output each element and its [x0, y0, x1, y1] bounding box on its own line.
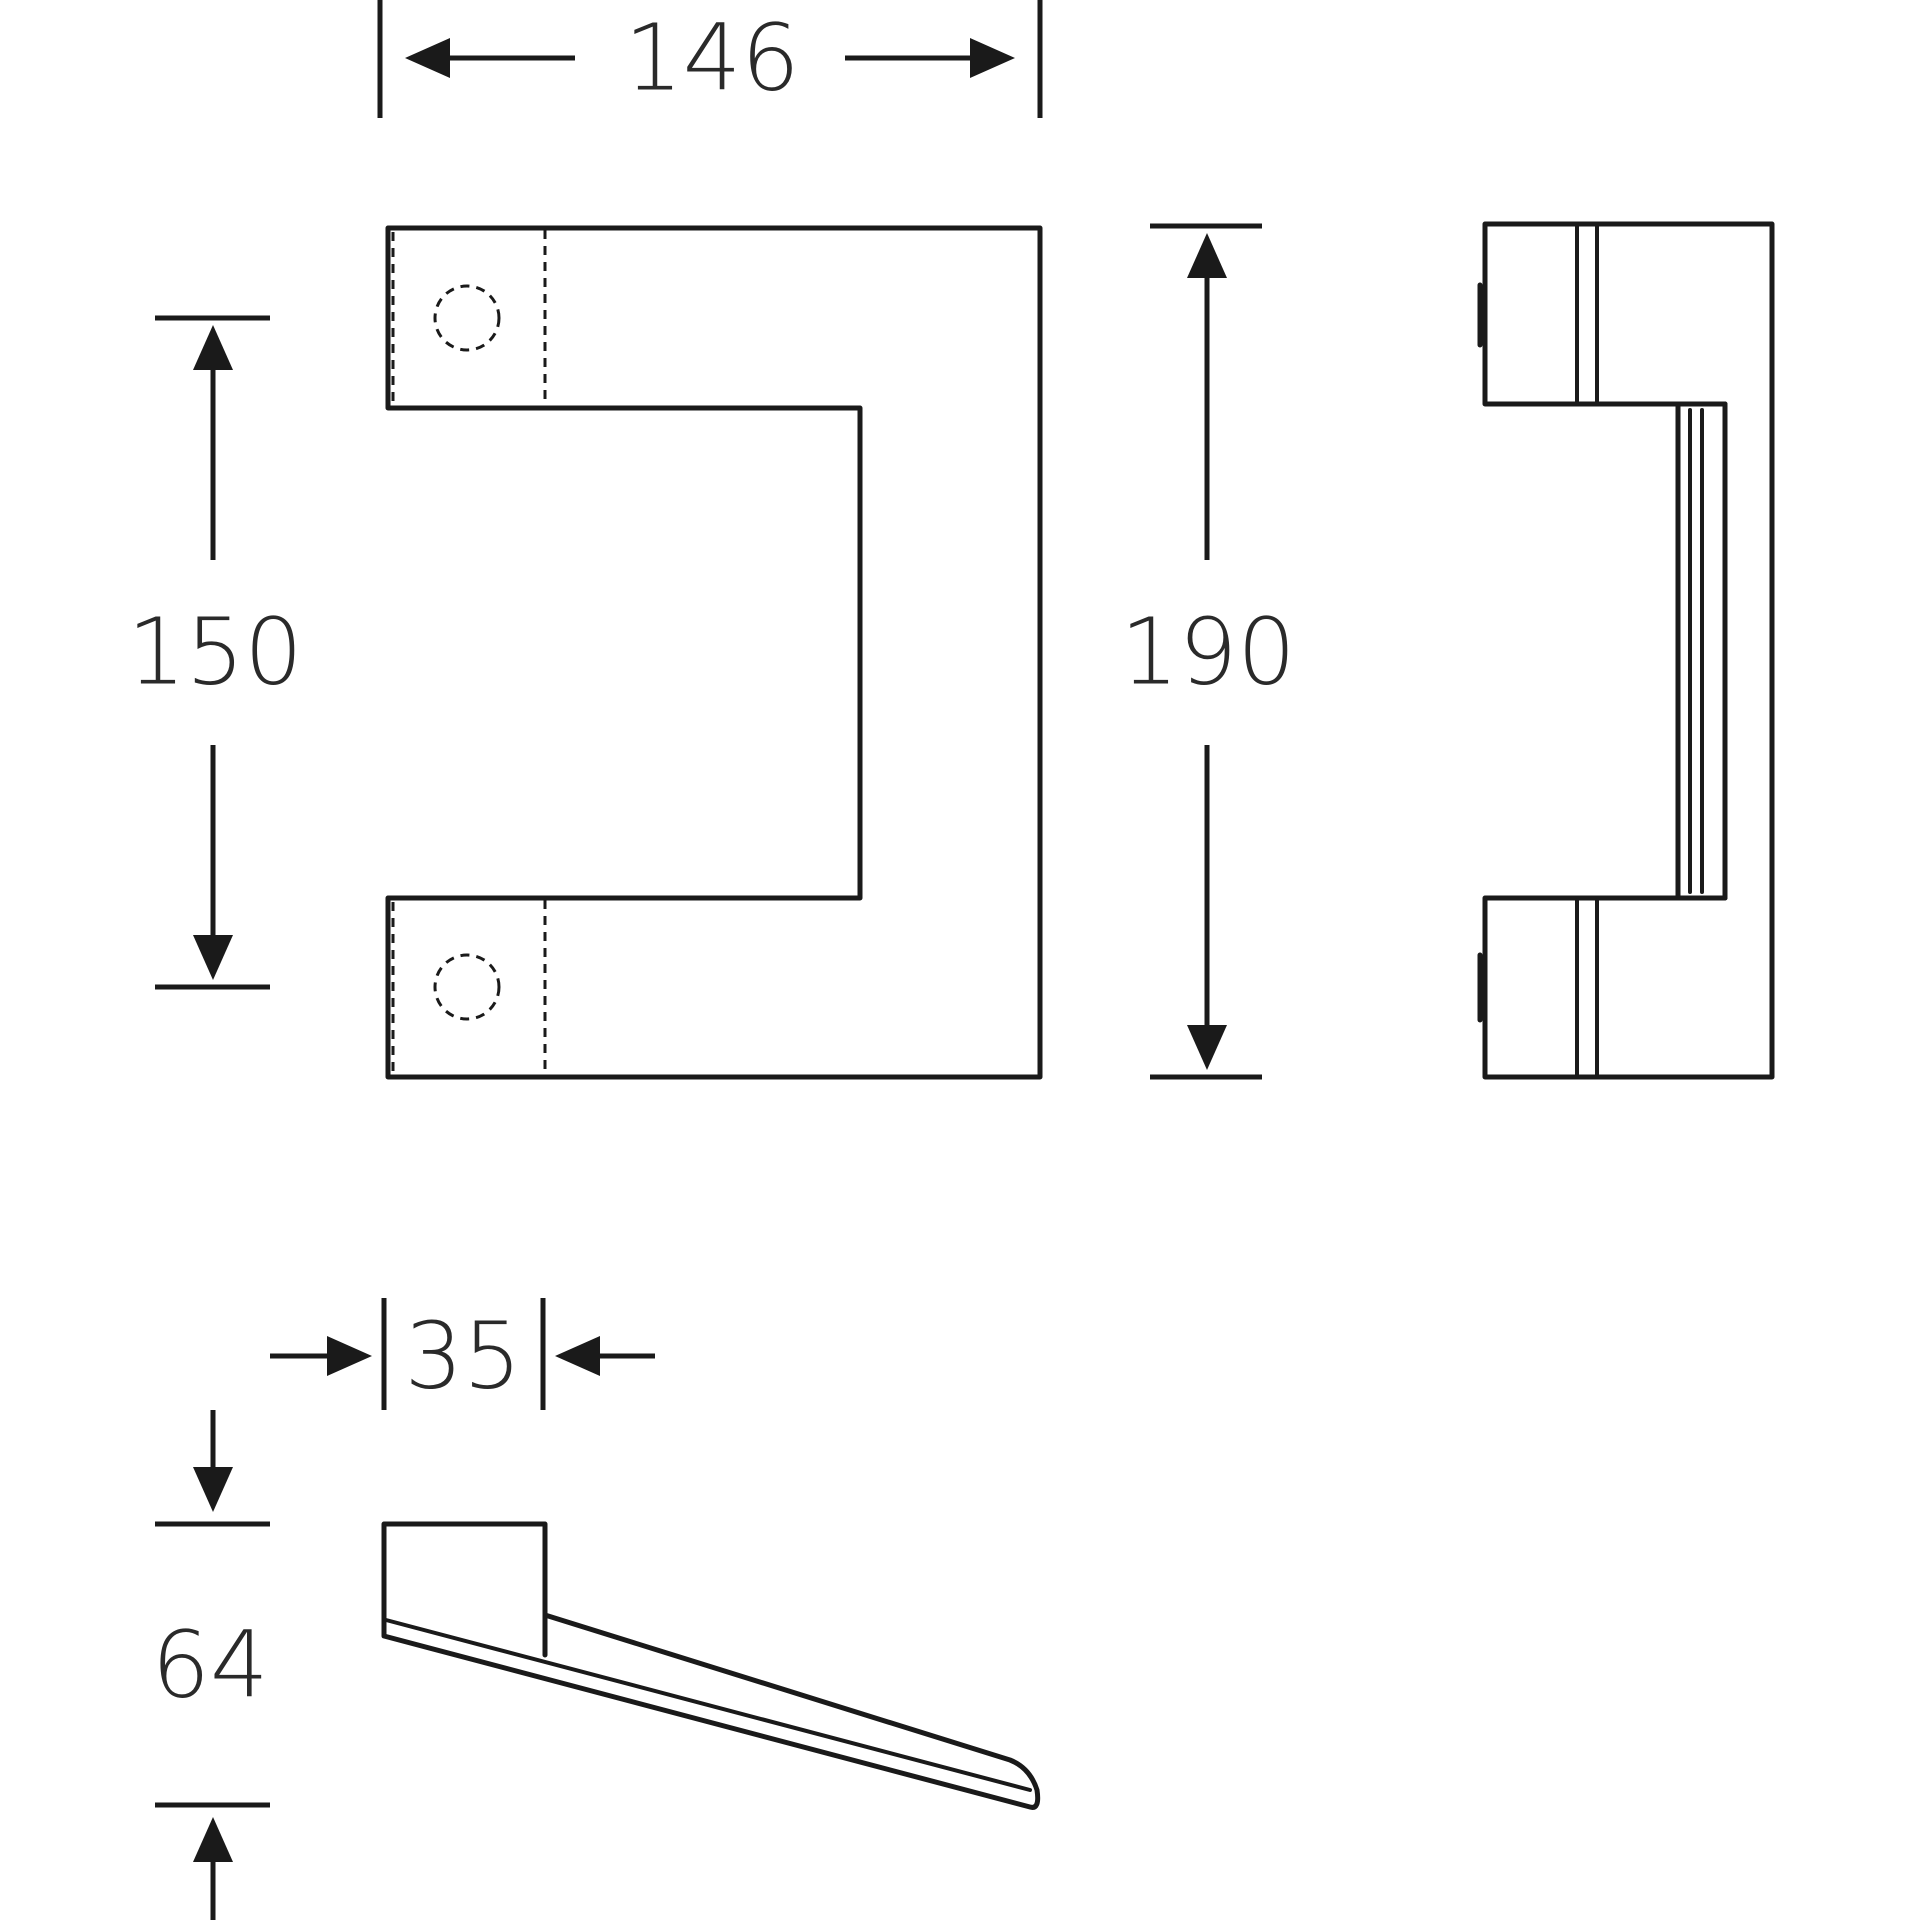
- front-view-outline: [385, 225, 1043, 1080]
- width-label: 146: [624, 5, 800, 112]
- width-arrow-left: [405, 38, 450, 78]
- depth-arrow-top: [193, 1467, 233, 1512]
- width-arrow-right: [970, 38, 1015, 78]
- top-view-handle-outline: [381, 1612, 1041, 1810]
- inner-height-dimension: 150: [127, 315, 303, 990]
- leg-width-label: 35: [404, 1303, 521, 1410]
- width-dimension: 146: [377, 0, 1043, 118]
- overall-height-arrow-top: [1187, 233, 1227, 278]
- front-view: [385, 225, 1043, 1080]
- top-view: [381, 1521, 1041, 1810]
- top-view-mount-block: [381, 1521, 548, 1658]
- depth-arrow-bottom: [193, 1817, 233, 1862]
- leg-width-dimension: 35: [270, 1298, 655, 1410]
- depth-label: 64: [151, 1612, 268, 1719]
- side-view-outline: [1482, 221, 1775, 1080]
- top-screw-hole-icon: [433, 284, 501, 352]
- depth-dimension: 64: [151, 1410, 270, 1920]
- overall-height-dimension: 190: [1120, 223, 1296, 1080]
- side-view: [1477, 221, 1775, 1080]
- leg-width-arrow-right: [555, 1336, 600, 1376]
- leg-width-arrow-left: [327, 1336, 372, 1376]
- inner-height-label: 150: [127, 599, 303, 706]
- inner-height-arrow-top: [193, 325, 233, 370]
- overall-height-arrow-bottom: [1187, 1025, 1227, 1070]
- overall-height-label: 190: [1120, 599, 1296, 706]
- bottom-screw-hole-icon: [433, 953, 501, 1021]
- top-view-handle-inner-line: [384, 1618, 1032, 1792]
- inner-height-arrow-bottom: [193, 935, 233, 980]
